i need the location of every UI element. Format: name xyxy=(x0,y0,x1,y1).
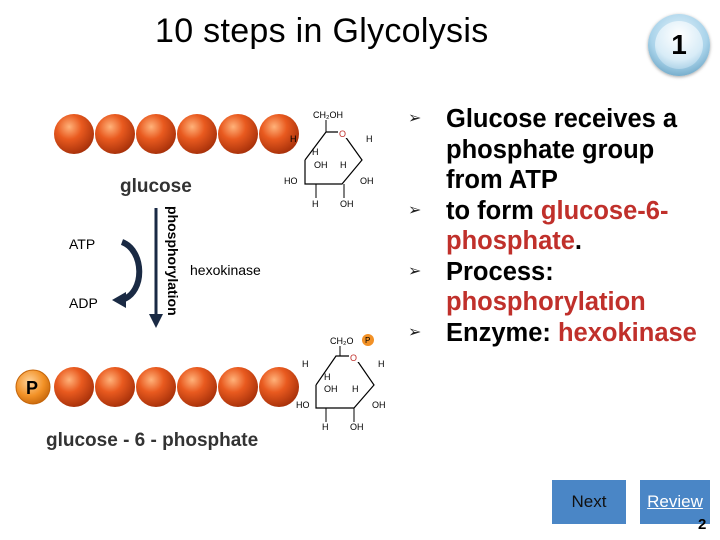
structure-label: OH xyxy=(324,384,338,394)
structure-label: HO xyxy=(284,176,298,186)
structure-label: H xyxy=(290,134,297,144)
g6p-bead xyxy=(54,367,94,407)
glucose-bead xyxy=(259,114,299,154)
g6p-bead xyxy=(136,367,176,407)
structure-phosphate xyxy=(362,334,374,346)
g6p-bead xyxy=(218,367,258,407)
bullet-arrow-icon: ➢ xyxy=(408,323,422,341)
hexokinase-label: hexokinase xyxy=(190,262,261,278)
phosphate-bead xyxy=(15,369,51,405)
structure-label: H xyxy=(312,199,319,209)
g6p-structure: CH₂O P O H H OH H H HO OH H OH xyxy=(296,334,386,432)
atp-label: ATP xyxy=(69,236,95,252)
glucose-bead xyxy=(95,114,135,154)
bullet-highlight: hexokinase xyxy=(557,318,697,347)
glucose-label: glucose xyxy=(120,176,192,197)
structure-label: H xyxy=(302,359,309,369)
bullet-highlight: phosphorylation xyxy=(446,288,646,316)
bullet-text: . xyxy=(574,227,583,255)
adp-label: ADP xyxy=(69,295,98,311)
structure-label: HO xyxy=(296,400,310,410)
structure-label: OH xyxy=(314,160,328,170)
bullet-text: Process: xyxy=(446,257,554,286)
structure-label: OH xyxy=(360,176,374,186)
g6p-bead xyxy=(95,367,135,407)
bullet-item: ➢ Process: phosphorylation xyxy=(408,257,708,318)
structure-label: H xyxy=(340,160,347,170)
structure-label: OH xyxy=(372,400,386,410)
structure-label: CH₂O xyxy=(330,336,354,346)
glycolysis-step-diagram: glucose CH₂OH O H H OH H H HO OH H OH AT… xyxy=(15,110,386,451)
bullet-text: Glucose receives a phosphate group from … xyxy=(446,105,678,194)
g6p-bead-chain: P xyxy=(15,367,299,407)
structure-label: H xyxy=(312,147,319,157)
structure-label: H xyxy=(378,359,385,369)
bullet-arrow-icon: ➢ xyxy=(408,110,422,127)
bullet-item: ➢ Glucose receives a phosphate group fro… xyxy=(408,104,708,196)
glucose-bead xyxy=(136,114,176,154)
glucose-structure: CH₂OH O H H OH H H HO OH H OH xyxy=(284,110,374,209)
next-button[interactable]: Next xyxy=(552,480,626,524)
bullet-arrow-icon: ➢ xyxy=(408,201,422,219)
review-link[interactable]: Review xyxy=(640,480,710,524)
atp-adp-curved-arrow xyxy=(120,239,143,303)
bullet-arrow-icon: ➢ xyxy=(408,262,422,280)
bullet-text: Enzyme: xyxy=(446,318,558,347)
g6p-bead xyxy=(259,367,299,407)
glucose-bead xyxy=(177,114,217,154)
structure-label: O xyxy=(350,353,357,363)
phosphorylation-label: phosphorylation xyxy=(165,206,181,316)
bullet-list: ➢ Glucose receives a phosphate group fro… xyxy=(408,104,708,348)
glucose-bead-chain xyxy=(54,114,299,154)
glucose-6-phosphate-label: glucose - 6 - phosphate xyxy=(46,430,258,451)
page-number: 2 xyxy=(698,516,707,533)
structure-label: H xyxy=(366,134,373,144)
structure-label: H xyxy=(352,384,359,394)
glucose-bead xyxy=(54,114,94,154)
step-number: 1 xyxy=(655,21,703,69)
bullet-text: to form xyxy=(446,196,541,225)
structure-label: O xyxy=(339,129,346,139)
structure-label: H xyxy=(322,422,329,432)
glucose-bead xyxy=(218,114,258,154)
structure-label: H xyxy=(324,372,331,382)
bullet-item: ➢ Enzyme: hexokinase xyxy=(408,318,708,349)
bullet-highlight: glucose-6-phosphate xyxy=(446,196,669,256)
structure-label: CH₂OH xyxy=(313,110,343,120)
structure-label: OH xyxy=(350,422,364,432)
slide-title: 10 steps in Glycolysis xyxy=(155,12,489,50)
g6p-bead xyxy=(177,367,217,407)
phosphate-symbol: P xyxy=(26,378,38,398)
structure-label: P xyxy=(365,336,370,345)
bullet-item: ➢ to form glucose-6-phosphate. xyxy=(408,196,708,257)
step-number-badge: 1 xyxy=(648,14,710,76)
structure-label: OH xyxy=(340,199,354,209)
